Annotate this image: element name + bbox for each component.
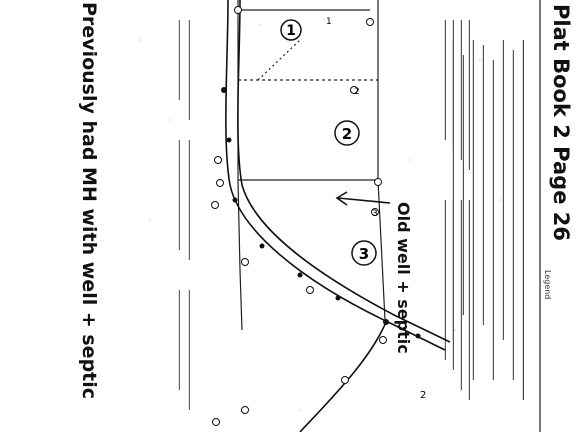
lot-number-3: 3 [372, 209, 378, 219]
plat-book-header: Plat Book 2 Page 26 [549, 4, 573, 241]
arrow-icon [335, 191, 391, 206]
scan-noise [139, 24, 501, 411]
handwritten-note-center: Old well + septic [394, 202, 413, 354]
margin-mark: 2 [420, 390, 426, 401]
legend-title: Legend [543, 270, 552, 299]
lot-marker-3-label: 3 [359, 245, 369, 263]
lot-marker-2: 2 [334, 120, 360, 146]
lot-marker-1-label: 1 [286, 23, 296, 39]
survey-monuments [211, 6, 387, 426]
lot-marker-3: 3 [351, 240, 377, 266]
survey-text-columns [178, 20, 524, 410]
road-dots [221, 87, 421, 339]
lot-marker-1: 1 [280, 19, 302, 41]
lot-number-1: 1 [326, 17, 332, 27]
handwritten-note-left: Previously had MH with well + septic [78, 2, 100, 399]
lot-number-2: 2 [354, 87, 360, 97]
lot-marker-2-label: 2 [342, 125, 352, 143]
parcel-boundaries [237, 0, 386, 331]
